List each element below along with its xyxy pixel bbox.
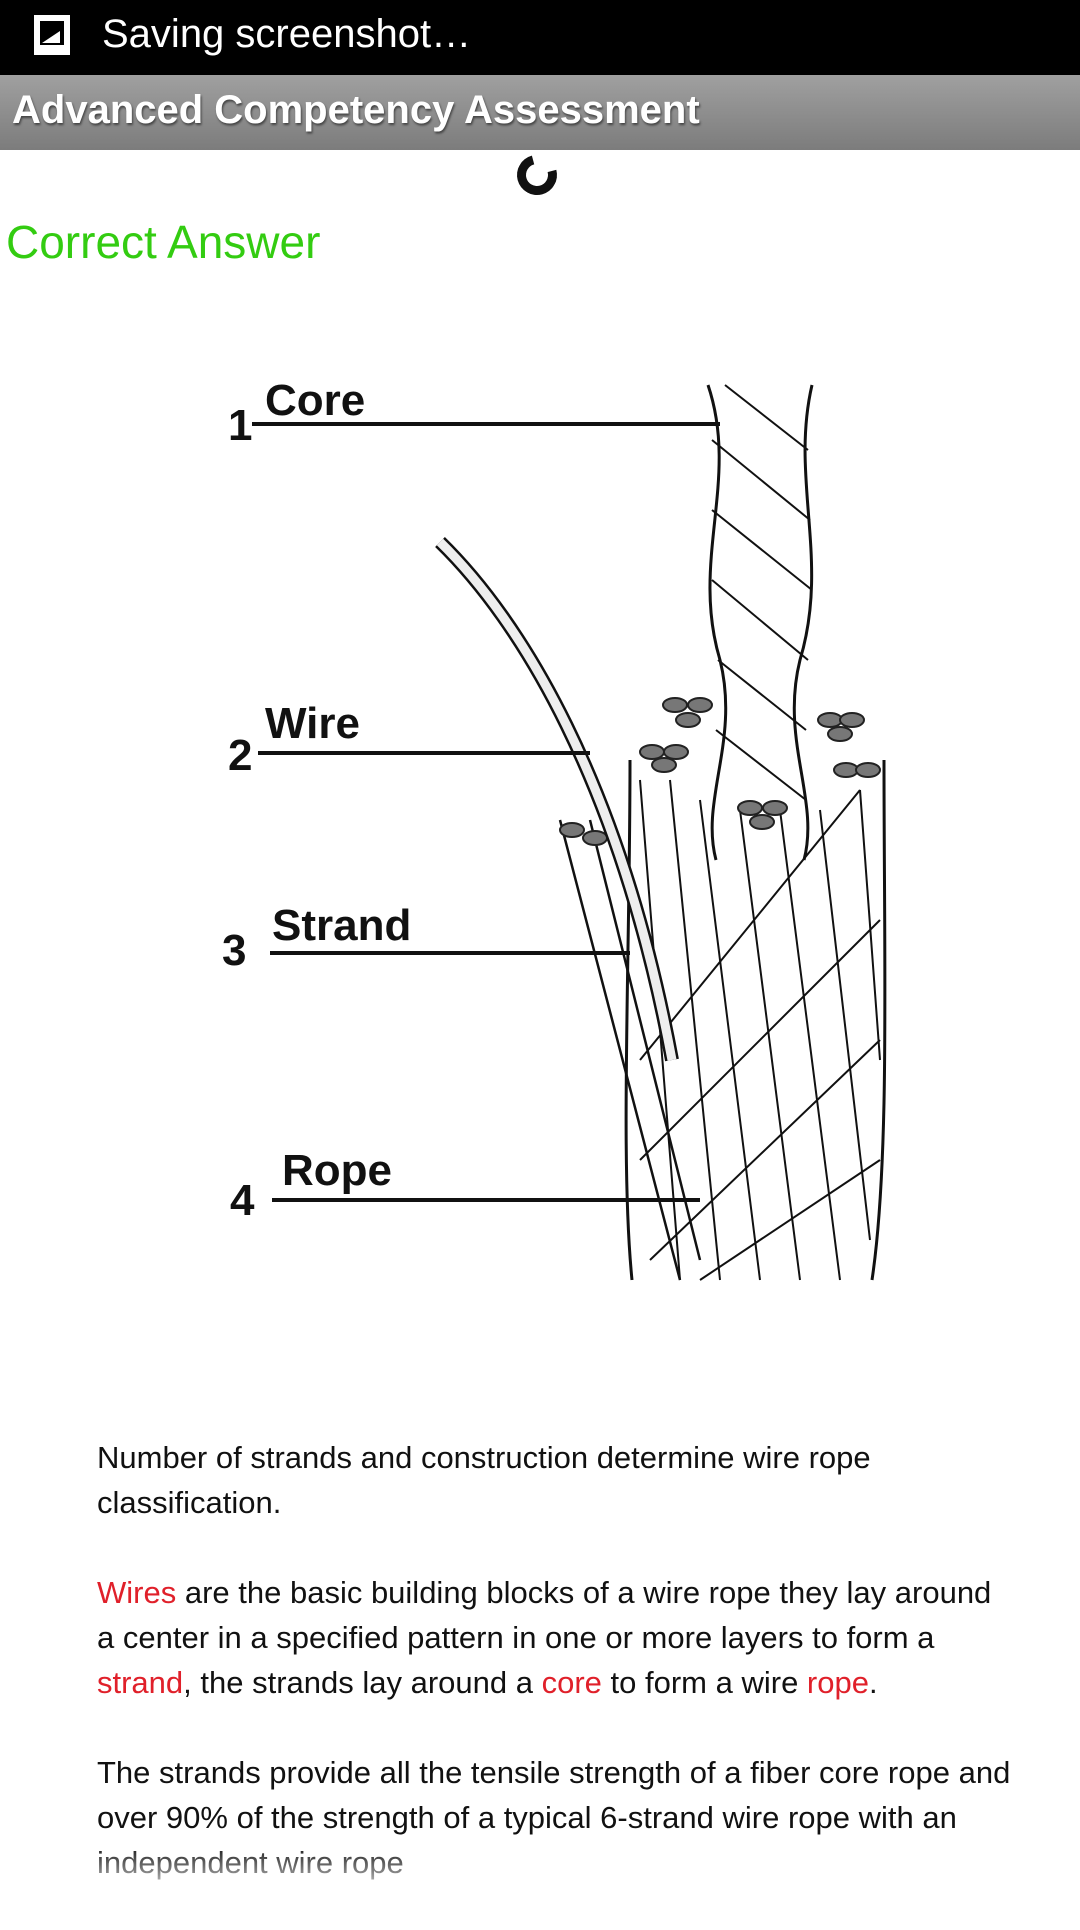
label-wire: Wire bbox=[265, 699, 360, 748]
label-number-3: 3 bbox=[222, 926, 246, 975]
correct-answer-label: Correct Answer bbox=[6, 216, 321, 268]
screenshot-icon bbox=[34, 15, 70, 55]
term-wires: Wires bbox=[97, 1575, 177, 1610]
core-strand bbox=[706, 384, 814, 861]
text: , the strands lay around a bbox=[183, 1665, 542, 1700]
label-strand: Strand bbox=[272, 901, 411, 950]
wire-rope-diagram: 1 Core 2 Wire 3 Strand 4 Rope bbox=[222, 376, 887, 1281]
paragraph-components: Wires are the basic building blocks of a… bbox=[97, 1570, 1017, 1705]
term-core: core bbox=[541, 1665, 602, 1700]
text: . bbox=[868, 1665, 878, 1700]
title-bar: Advanced Competency Assessment bbox=[0, 75, 1080, 150]
explanation-text: Number of strands and construction deter… bbox=[97, 1435, 1017, 1930]
label-number-1: 1 bbox=[228, 401, 252, 450]
status-bar: Saving screenshot… bbox=[0, 0, 1080, 75]
strand-ends bbox=[559, 697, 881, 846]
status-text: Saving screenshot… bbox=[102, 12, 472, 56]
label-number-2: 2 bbox=[228, 731, 252, 780]
loose-wire bbox=[435, 536, 679, 1062]
label-rope: Rope bbox=[282, 1146, 392, 1195]
term-rope: rope bbox=[806, 1665, 869, 1700]
paragraph-classification: Number of strands and construction deter… bbox=[97, 1440, 871, 1520]
label-number-4: 4 bbox=[230, 1176, 255, 1225]
loading-spinner-icon bbox=[509, 147, 565, 203]
term-strand: strand bbox=[97, 1665, 184, 1700]
label-core: Core bbox=[265, 376, 365, 425]
app-title: Advanced Competency Assessment bbox=[12, 88, 700, 132]
paragraph-strength: The strands provide all the tensile stre… bbox=[97, 1750, 1017, 1885]
text: to form a wire bbox=[601, 1665, 807, 1700]
text: are the basic building blocks of a wire … bbox=[97, 1575, 992, 1655]
